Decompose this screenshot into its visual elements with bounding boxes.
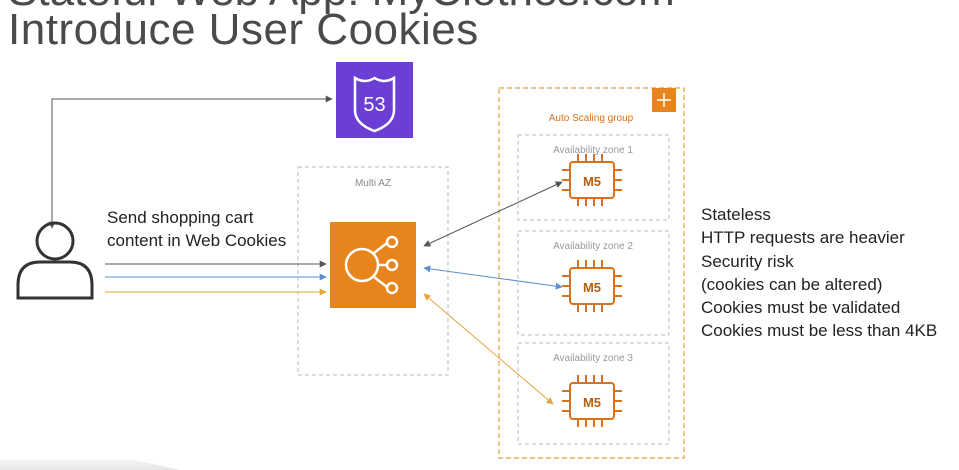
m5-label-3: M5 xyxy=(583,395,601,410)
elb-to-az3-line xyxy=(423,293,554,405)
elastic-load-balancer-icon xyxy=(330,222,416,308)
note-item: HTTP requests are heavier xyxy=(701,228,905,248)
cookie-caption: Send shopping cart content in Web Cookie… xyxy=(107,206,286,252)
caption-line-1: Send shopping cart xyxy=(107,208,254,227)
ec2-m5-instance-icon-2: M5 xyxy=(562,260,622,312)
m5-label-1: M5 xyxy=(583,174,601,189)
caption-line-2: content in Web Cookies xyxy=(107,231,287,250)
auto-scaling-icon xyxy=(652,88,676,112)
multi-az-label: Multi AZ xyxy=(355,178,391,189)
availability-zone-3-label: Availability zone 3 xyxy=(553,353,633,364)
slide-title: Introduce User Cookies xyxy=(8,5,479,54)
elb-to-az1-line xyxy=(423,181,563,247)
availability-zone-2-label: Availability zone 2 xyxy=(553,241,633,252)
user-icon xyxy=(16,221,94,300)
note-item: Security risk xyxy=(701,251,794,271)
availability-zone-1-box xyxy=(517,134,670,221)
note-item: Cookies must be less than 4KB xyxy=(701,321,938,341)
note-item: Cookies must be validated xyxy=(701,298,901,318)
dns-connector xyxy=(48,95,333,229)
ec2-m5-instance-icon-1: M5 xyxy=(562,154,622,206)
availability-zone-1-label: Availability zone 1 xyxy=(553,145,633,156)
route53-icon: 53 xyxy=(336,62,413,138)
note-item: Stateless xyxy=(701,205,771,224)
notes-list: Stateless HTTP requests are heavier Secu… xyxy=(701,203,937,343)
m5-label-2: M5 xyxy=(583,280,601,295)
ec2-m5-instance-icon-3: M5 xyxy=(562,375,622,427)
note-item: (cookies can be altered) xyxy=(701,274,883,294)
elb-to-az2-line xyxy=(423,265,563,290)
slide-footer-shade xyxy=(0,460,180,470)
asg-label: Auto Scaling group xyxy=(549,113,634,124)
slide-title-partial: Stateful Web App: MyClothes.com xyxy=(8,0,675,16)
route53-label: 53 xyxy=(363,94,385,116)
